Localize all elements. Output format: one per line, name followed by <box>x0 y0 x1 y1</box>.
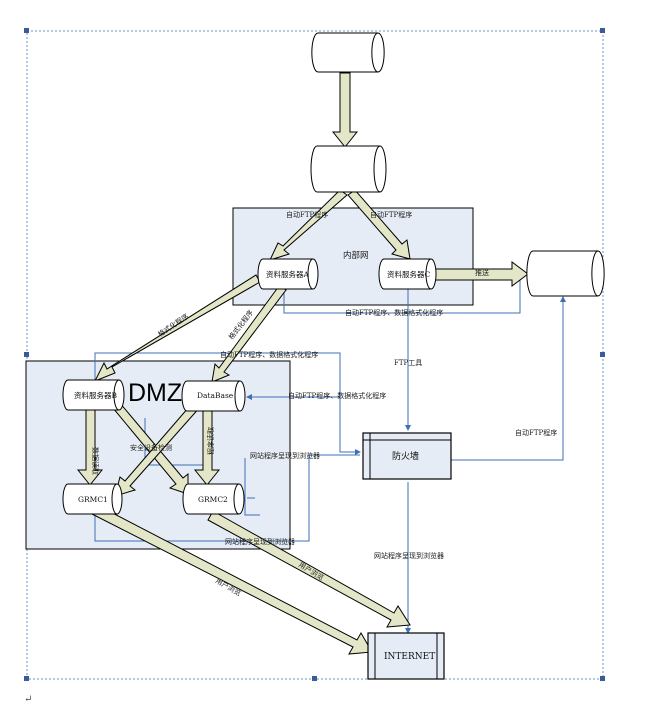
top-cylinder <box>311 32 385 73</box>
server-b-label: 资料服务器B <box>74 390 117 400</box>
zone-internal-label: 内部网 <box>343 250 369 261</box>
edge-label-cross: 安全设备检测 <box>130 443 172 452</box>
firewall-box <box>362 432 452 480</box>
server-c-cylinder <box>378 258 437 290</box>
edge-label-mid: 数据读取 <box>91 447 100 475</box>
grmc2-label: GRMC2 <box>198 495 228 504</box>
edge-label-read-program: 程序读取 <box>206 427 215 455</box>
big-arrows <box>76 72 529 655</box>
edge-label-web-present-3: 网站程序呈现到浏览器 <box>374 551 444 560</box>
edge-label-ftp-tool: FTP工具 <box>394 359 422 367</box>
thin-connectors <box>94 274 566 634</box>
edge-label-auto-ftp-1: 自动FTP程序 <box>286 210 328 219</box>
middle-cylinder <box>310 145 387 193</box>
edge-label-web-present-1: 网站程序呈现到浏览器 <box>250 451 320 460</box>
firewall-label: 防火墙 <box>392 450 419 462</box>
edge-label-auto-ftp-right: 自动FTP程序 <box>515 428 557 437</box>
edge-label-auto-ftp-format-3: 自动FTP程序、数据格式化程序 <box>288 391 386 400</box>
edge-label-auto-ftp-2: 自动FTP程序 <box>370 210 412 219</box>
server-a-label: 资料服务器A <box>266 269 309 279</box>
paragraph-mark-icon: ↵ <box>24 694 32 705</box>
selection-handles[interactable] <box>24 28 605 681</box>
database-cylinder <box>181 380 246 412</box>
database-label: DataBase <box>197 391 234 400</box>
grmc2-cylinder <box>182 483 245 515</box>
internet-label: INTERNET <box>384 652 435 662</box>
edge-label-push: 推送 <box>475 268 489 277</box>
internet-box <box>367 632 445 680</box>
server-b-cylinder <box>62 379 125 411</box>
edge-label-web-present-2: 网站程序呈现到浏览器 <box>225 537 295 546</box>
server-c-label: 资料服务器C <box>387 269 430 279</box>
edge-label-auto-ftp-format-2: 自动FTP程序、数据格式化程序 <box>220 350 318 359</box>
zone-dmz-label: DMZ <box>128 379 182 407</box>
grmc1-cylinder <box>62 483 123 515</box>
right-cylinder <box>526 250 605 297</box>
server-a-cylinder <box>257 258 319 290</box>
grmc1-label: GRMC1 <box>78 495 108 504</box>
edge-label-auto-ftp-format-1: 自动FTP程序、数据格式化程序 <box>345 308 443 317</box>
